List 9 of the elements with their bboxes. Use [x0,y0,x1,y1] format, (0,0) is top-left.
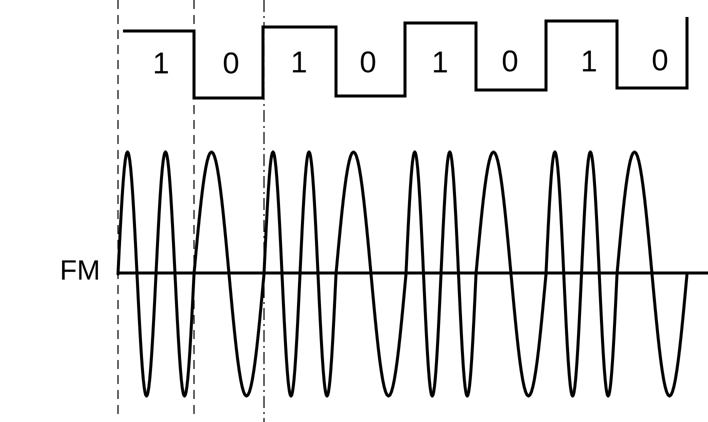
bit-label: 1 [434,52,447,72]
bit-label: 0 [224,52,238,74]
bit-label: 0 [502,50,518,72]
signal-label: FM [62,260,98,280]
bit-label: 1 [154,52,168,74]
bit-label: 1 [292,52,306,72]
bit-label: 0 [360,51,376,73]
bit-label: 0 [652,49,668,71]
bit-label: 1 [582,50,596,72]
